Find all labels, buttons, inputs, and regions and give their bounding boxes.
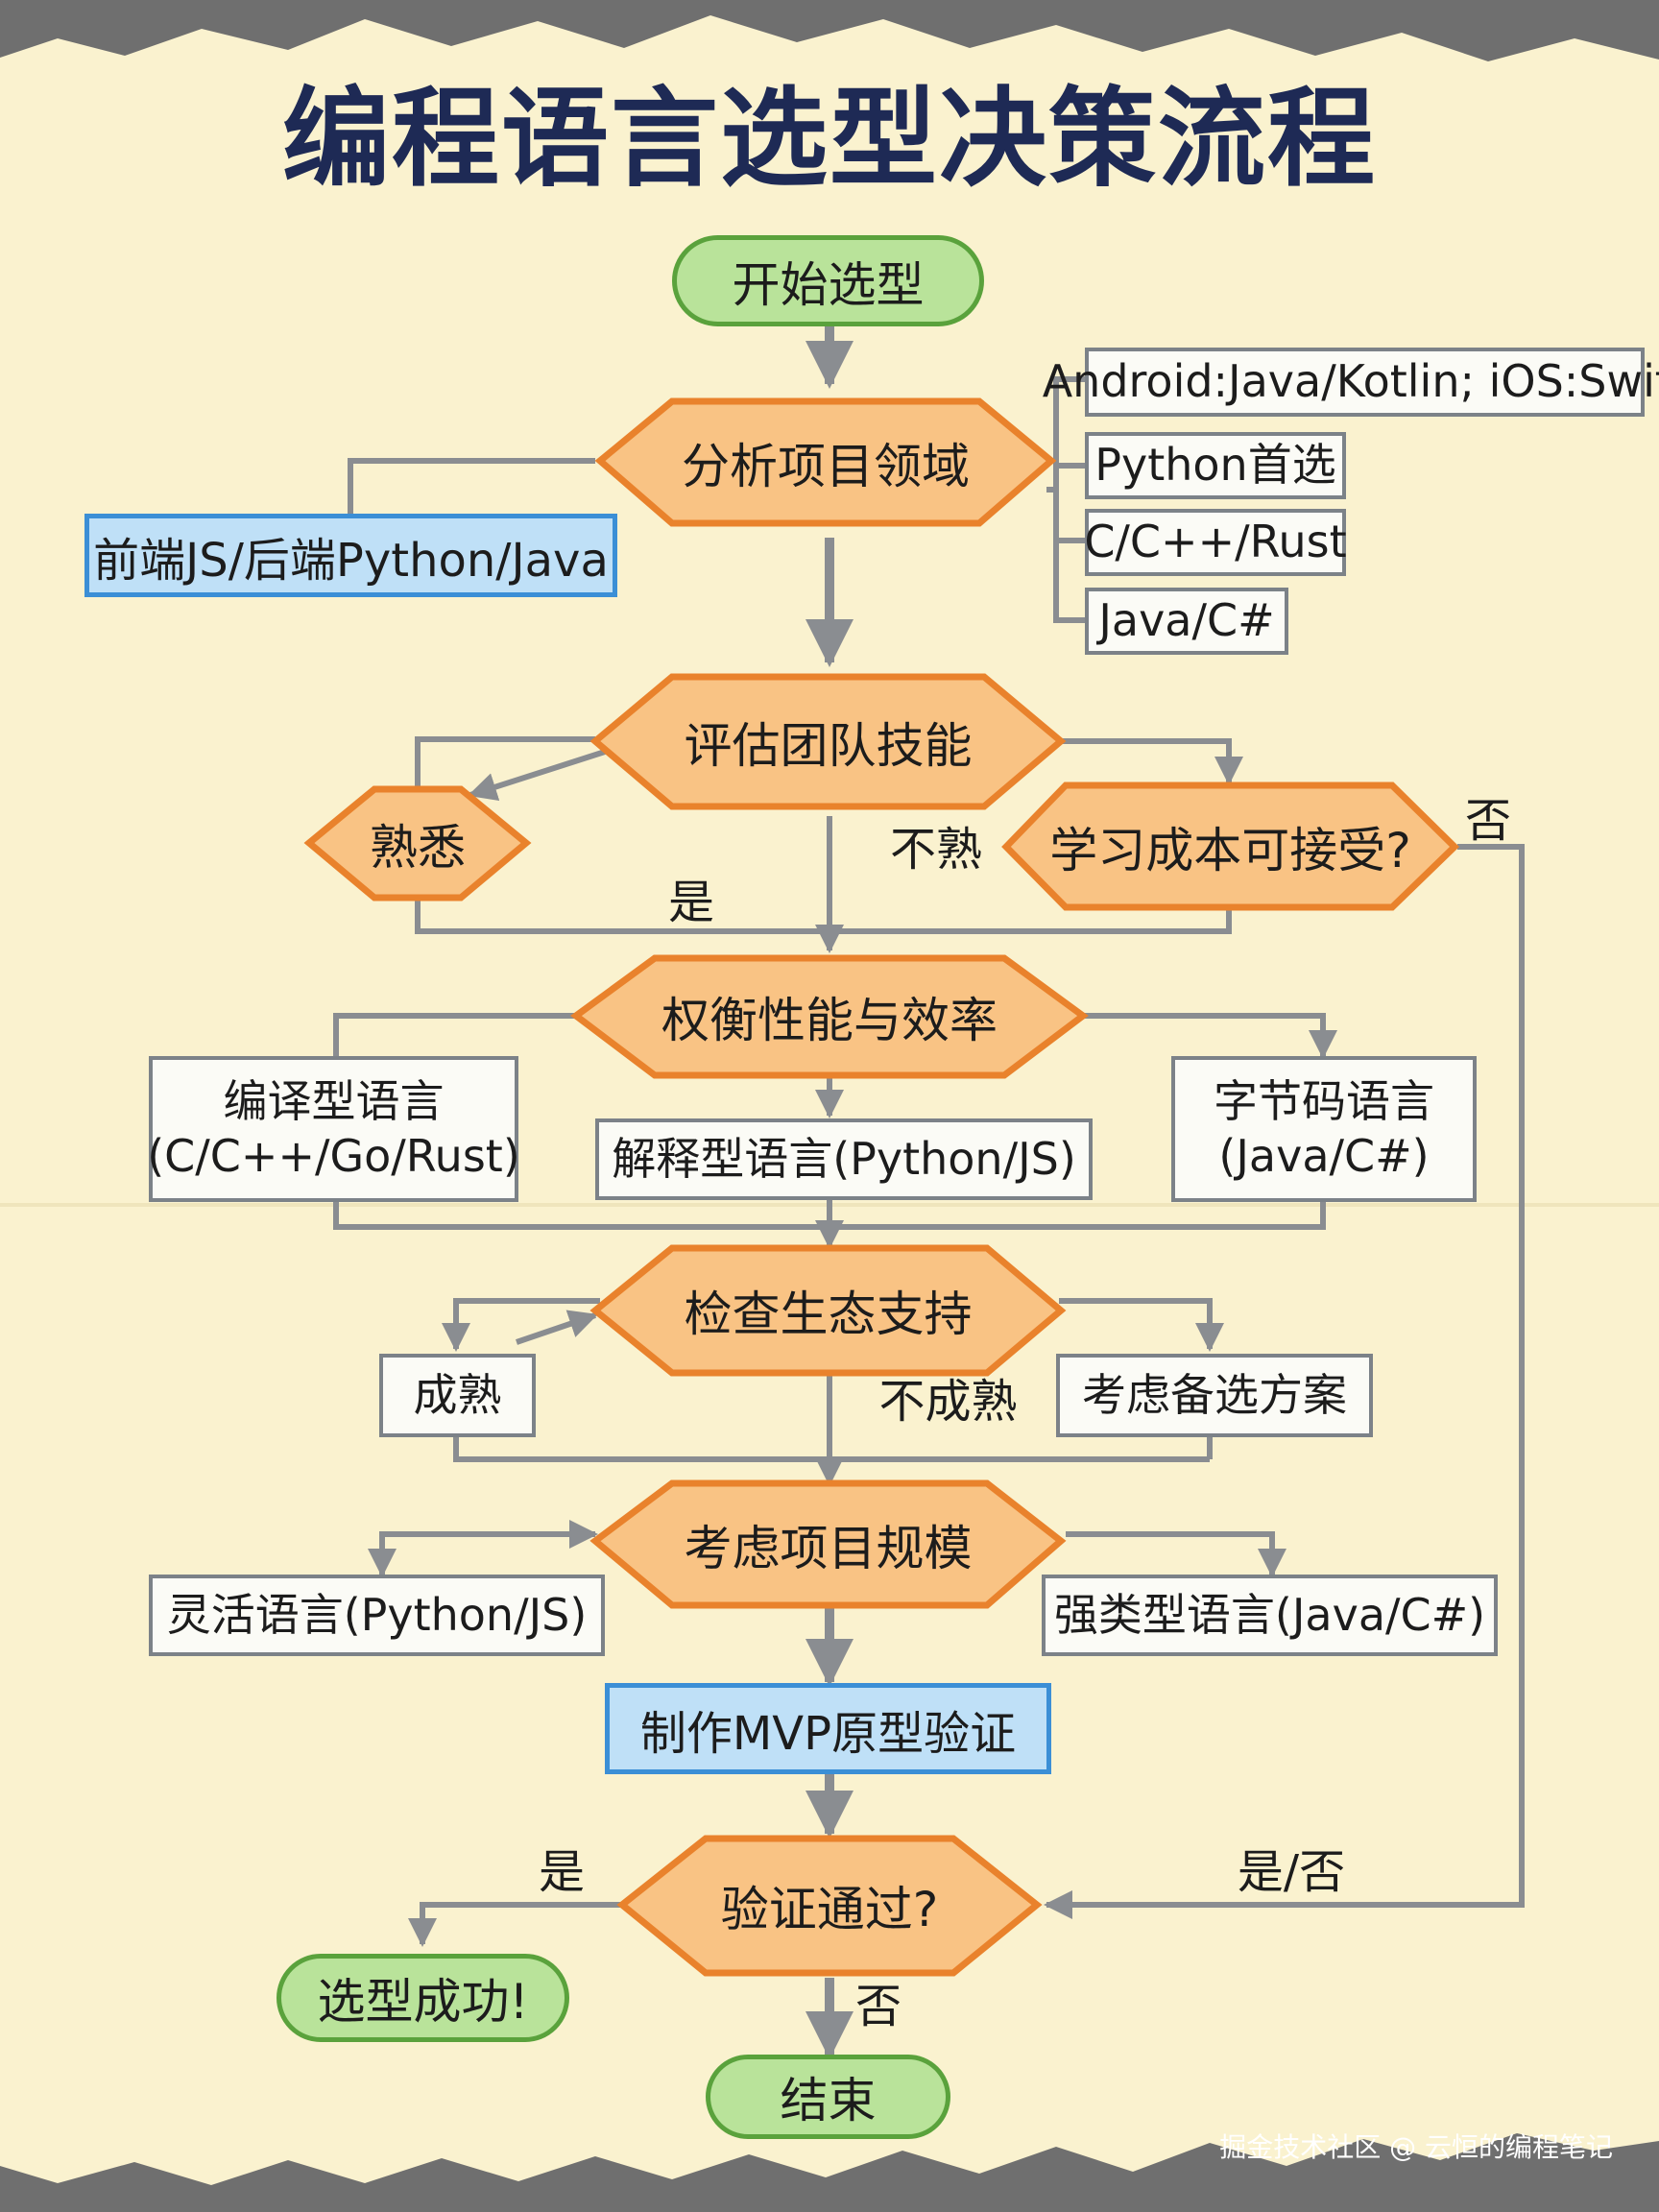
interpreted-box: 解释型语言(Python/JS) bbox=[595, 1118, 1093, 1200]
compiled-line1: 编译型语言 bbox=[223, 1074, 445, 1127]
edge-ecosystem-alt bbox=[1059, 1298, 1224, 1352]
edge-domain-web bbox=[348, 458, 595, 518]
decision-team bbox=[589, 673, 1067, 810]
decision-tradeoff bbox=[570, 954, 1089, 1079]
edge-domain-bracket bbox=[1046, 376, 1085, 493]
verify-text: 验证通过? bbox=[720, 1882, 939, 1937]
edge-ecosystem-mature-loop bbox=[516, 1310, 598, 1345]
label-no-verify: 否 bbox=[854, 1980, 902, 2033]
edge-bytecode-merge bbox=[830, 1202, 1326, 1230]
edge-scale-strong bbox=[1066, 1531, 1286, 1577]
scale-text: 考虑项目规模 bbox=[684, 1520, 973, 1576]
label-yes-no-back: 是/否 bbox=[1237, 1845, 1346, 1899]
edge-bracket-enterprise bbox=[1053, 541, 1085, 623]
edge-learn-no bbox=[1044, 844, 1525, 1919]
system-box: C/C++/Rust bbox=[1084, 509, 1347, 576]
flexible-box: 灵活语言(Python/JS) bbox=[149, 1575, 605, 1656]
edge-tradeoff-bytecode bbox=[1083, 1013, 1337, 1059]
end-terminal: 结束 bbox=[706, 2055, 950, 2139]
edge-mature-merge bbox=[453, 1437, 1210, 1462]
mature-box: 成熟 bbox=[379, 1354, 536, 1437]
label-immature: 不成熟 bbox=[878, 1375, 1018, 1429]
edge-bracket-system bbox=[1053, 490, 1085, 543]
mobile-box: Android:Java/Kotlin; iOS:Swift bbox=[1043, 348, 1659, 417]
web-box: 前端JS/后端Python/Java bbox=[84, 514, 617, 597]
label-no-learn: 否 bbox=[1464, 794, 1511, 848]
success-terminal: 选型成功! bbox=[276, 1954, 569, 2042]
decision-familiar bbox=[303, 785, 532, 902]
enterprise-box: Java/C# bbox=[1085, 588, 1288, 655]
label-yes-verify: 是 bbox=[538, 1845, 585, 1899]
familiar-text: 熟悉 bbox=[370, 819, 466, 876]
mvp-box: 制作MVP原型验证 bbox=[605, 1683, 1051, 1774]
strong-box: 强类型语言(Java/C#) bbox=[1042, 1575, 1498, 1656]
label-yes-team: 是 bbox=[667, 876, 714, 929]
tradeoff-text: 权衡性能与效率 bbox=[661, 993, 998, 1048]
edge-team-familiar-arrow bbox=[468, 749, 606, 802]
watermark: 掘金技术社区 @ 云恒的编程笔记 bbox=[1219, 2131, 1613, 2163]
alternative-box: 考虑备选方案 bbox=[1056, 1354, 1373, 1437]
ai-box: Python首选 bbox=[1085, 432, 1346, 499]
bytecode-line1: 字节码语言 bbox=[1214, 1074, 1434, 1127]
compiled-box: 编译型语言 (C/C++/Go/Rust) bbox=[147, 1056, 520, 1202]
ecosystem-text: 检查生态支持 bbox=[684, 1286, 973, 1342]
decision-verify bbox=[616, 1835, 1043, 1977]
edge-verify-success bbox=[408, 1902, 622, 1947]
decision-domain bbox=[594, 397, 1057, 527]
decision-ecosystem bbox=[589, 1244, 1067, 1377]
edge-tradeoff-compiled bbox=[333, 1013, 576, 1056]
bytecode-line2: (Java/C#) bbox=[1218, 1130, 1430, 1182]
label-unfamiliar: 不熟 bbox=[889, 823, 982, 877]
page-title: 编程语言选型决策流程 bbox=[282, 77, 1377, 202]
edge-compiled-merge bbox=[333, 1202, 830, 1230]
decision-learn-cost bbox=[1001, 781, 1460, 911]
start-terminal: 开始选型 bbox=[672, 235, 984, 326]
edge-familiar-merge bbox=[415, 888, 830, 934]
edge-team-learn bbox=[1056, 738, 1243, 785]
team-text: 评估团队技能 bbox=[684, 717, 973, 774]
edge-ecosystem-mature bbox=[442, 1298, 600, 1352]
edge-scale-flexible bbox=[368, 1531, 595, 1577]
decision-scale bbox=[589, 1479, 1067, 1609]
bytecode-box: 字节码语言 (Java/C#) bbox=[1171, 1056, 1477, 1202]
learn-cost-text: 学习成本可接受? bbox=[1049, 822, 1411, 878]
domain-text: 分析项目领域 bbox=[682, 438, 970, 494]
compiled-line2: (C/C++/Go/Rust) bbox=[147, 1130, 520, 1182]
